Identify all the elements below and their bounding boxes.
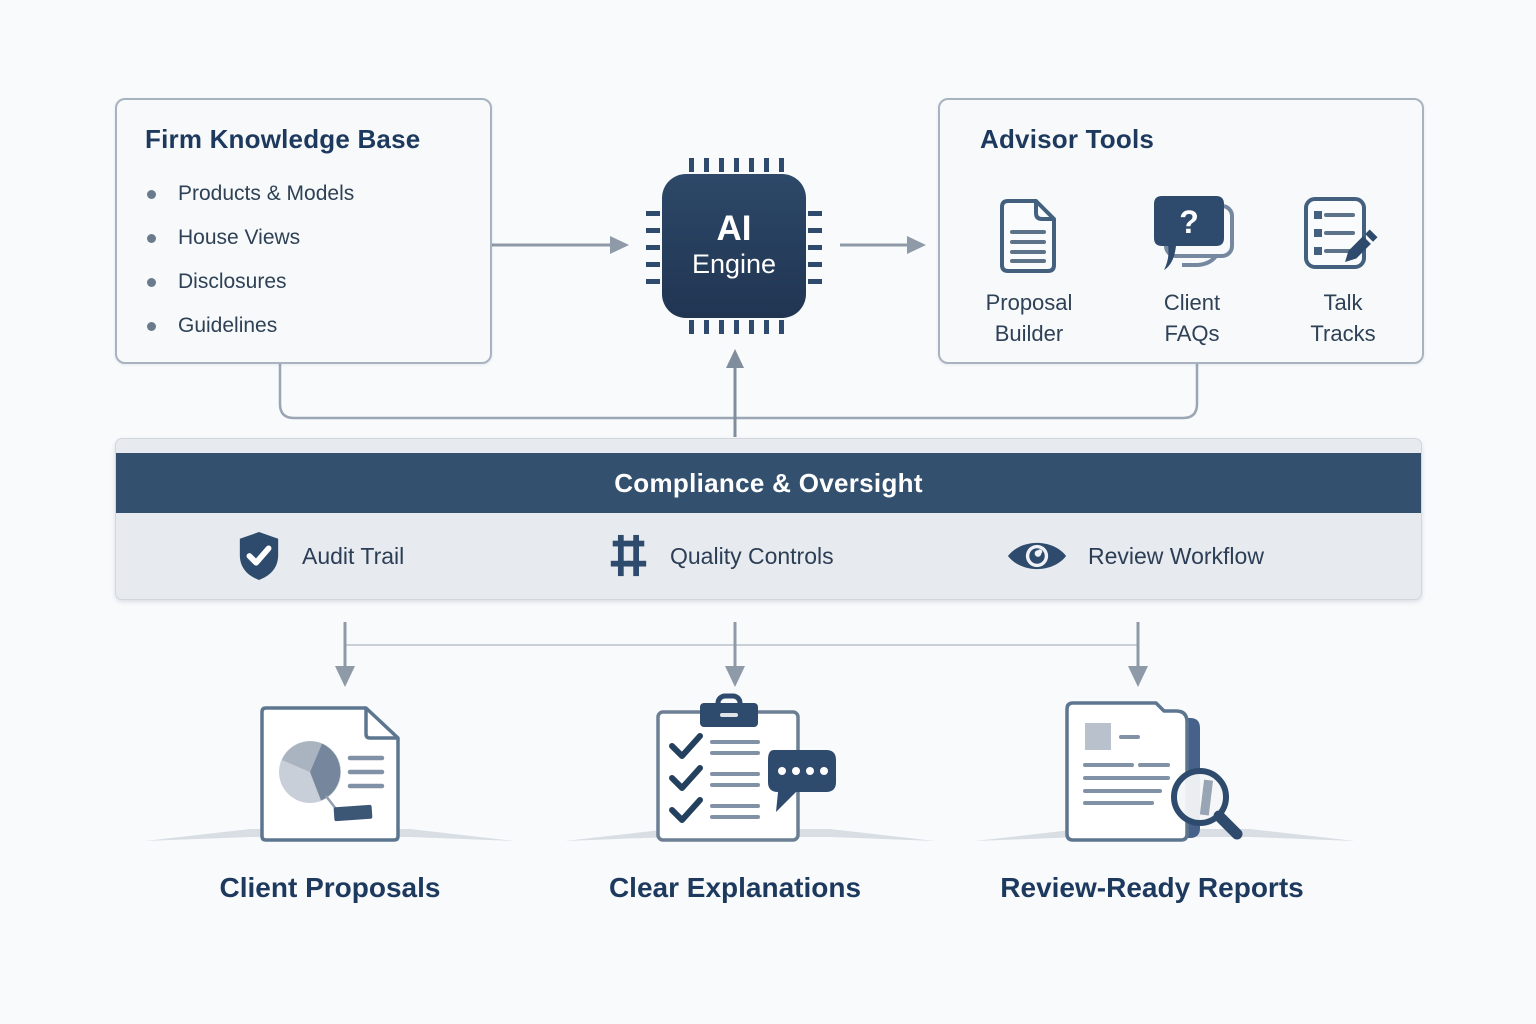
- question-glyph: ?: [1179, 204, 1199, 240]
- compliance-title: Compliance & Oversight: [614, 467, 923, 498]
- document-icon: [996, 192, 1062, 274]
- tool-label: Talk Tracks: [1310, 290, 1376, 346]
- advisor-tools-box: Advisor Tools Proposal Builder: [938, 98, 1424, 364]
- shield-check-icon: [236, 530, 282, 582]
- list-item: Disclosures: [147, 260, 354, 304]
- output-label-client-proposals: Client Proposals: [219, 872, 441, 903]
- output-label-clear-explanations: Clear Explanations: [608, 872, 862, 903]
- compliance-item-label: Review Workflow: [1088, 542, 1264, 569]
- notes-pencil-icon: [1301, 192, 1385, 274]
- output-label-review-ready-reports: Review-Ready Reports: [1000, 872, 1304, 903]
- firm-knowledge-base-title: Firm Knowledge Base: [145, 124, 421, 154]
- ai-engine-label: AI Engine: [634, 146, 834, 346]
- list-item-label: Guidelines: [178, 314, 278, 337]
- list-item: Products & Models: [147, 172, 354, 216]
- list-item-label: Products & Models: [178, 182, 355, 205]
- output-review-ready-reports: [960, 690, 1360, 860]
- tool-client-faqs: ? Client FAQs: [1117, 192, 1267, 350]
- compliance-item-audit-trail: Audit Trail: [236, 513, 404, 599]
- tool-label: Proposal Builder: [985, 290, 1073, 346]
- bullet-dot: [147, 233, 156, 243]
- checklist-chat-icon: [565, 693, 935, 842]
- output-client-proposals: [140, 690, 520, 860]
- firm-knowledge-base-list: Products & Models House Views Disclosure…: [147, 172, 354, 348]
- tool-label: Client FAQs: [1163, 290, 1221, 346]
- list-item: Guidelines: [147, 304, 354, 348]
- list-item-label: House Views: [178, 226, 301, 249]
- report-magnifier-icon: [975, 701, 1355, 842]
- chart-document-icon: [145, 706, 515, 842]
- cpu-chip-icon: [646, 158, 822, 334]
- sliders-icon: [606, 532, 650, 580]
- bullet-dot: [147, 189, 156, 199]
- compliance-section: Compliance & Oversight Audit Trail: [115, 438, 1422, 600]
- list-item: House Views: [147, 216, 354, 260]
- output-clear-explanations: [560, 690, 940, 860]
- question-bubble-icon: ?: [1146, 192, 1238, 274]
- bullet-dot: [147, 277, 156, 287]
- advisor-tools-title: Advisor Tools: [980, 124, 1155, 154]
- compliance-header-band: Compliance & Oversight: [116, 453, 1421, 513]
- ai-engine-chip: AI Engine: [634, 146, 834, 346]
- compliance-item-label: Audit Trail: [302, 542, 405, 569]
- ai-engine-line1: AI: [716, 208, 752, 248]
- tool-proposal-builder: Proposal Builder: [954, 192, 1104, 350]
- compliance-item-label: Quality Controls: [670, 542, 834, 569]
- list-item-label: Disclosures: [178, 270, 287, 293]
- firm-knowledge-base-box: Firm Knowledge Base Products & Models Ho…: [115, 98, 492, 364]
- eye-icon: [1006, 536, 1068, 576]
- compliance-item-review-workflow: Review Workflow: [1006, 513, 1264, 599]
- tool-talk-tracks: Talk Tracks: [1268, 192, 1418, 350]
- bullet-dot: [147, 321, 156, 331]
- compliance-item-quality-controls: Quality Controls: [606, 513, 834, 599]
- ai-engine-line2: Engine: [691, 249, 777, 280]
